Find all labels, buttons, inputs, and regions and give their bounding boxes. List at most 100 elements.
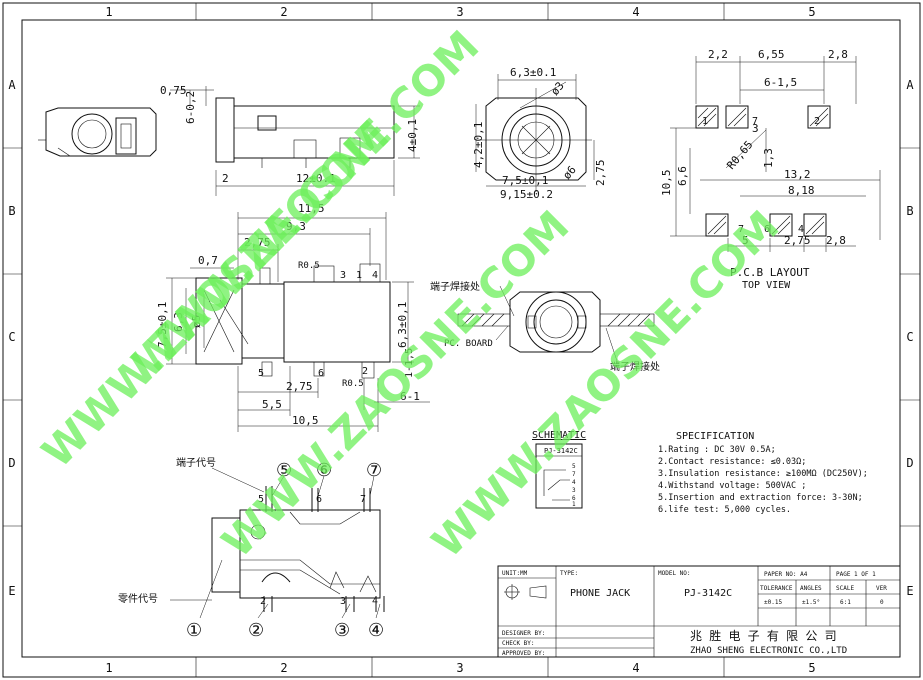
schematic-pin: 5 [572, 463, 576, 470]
pcb-dim-5: 5 [742, 234, 749, 247]
top-dim-r05-lower: R0.5 [342, 379, 364, 389]
top-dim-9-3: 9,3 [286, 220, 306, 233]
dim-4-2: 4,2±0,1 [472, 122, 485, 168]
top-dim-1-1-5: 1-1,5 [404, 348, 415, 378]
schematic-pin: 4 [572, 479, 576, 486]
ver-value: 0 [880, 599, 884, 606]
spec-line: 4.Withstand voltage: 500VAC ; [658, 481, 806, 491]
pcb-dim-2-2: 2,2 [708, 48, 728, 61]
schematic: SCHEMATIC PJ-3142C 5 7 4 3 6 1 [532, 430, 586, 509]
col-label: 2 [280, 5, 287, 19]
section-view: 端子代号 零件代号 ⑤ ⑥ ⑦ ① ② ③ ④ 5 6 7 2 3 4 [118, 456, 385, 641]
row-label: B [8, 204, 15, 218]
spec-line: 3.Insulation resistance: ≥100MΩ (DC250V)… [658, 469, 868, 479]
type-label: TYPE: [560, 570, 578, 577]
row-label: D [906, 456, 913, 470]
top-pin-label: 3 [340, 270, 346, 281]
pcb-pin-label: 4 [798, 224, 804, 235]
top-dim-0-7: 0,7 [198, 254, 218, 267]
top-dim-11-5: 11,5 [298, 202, 325, 215]
section-pin-label: 4 [372, 596, 378, 607]
circled-number: ③ [334, 620, 350, 641]
circled-number: ④ [368, 620, 384, 641]
paper-label: PAPER NO: A4 [764, 571, 808, 578]
side-view: 0,75 6-0,2 4±0,1 2 12±0.1 [160, 84, 420, 196]
scale-value: 6:1 [840, 599, 851, 606]
company-name-cn: 兆 胜 电 子 有 限 公 司 [690, 628, 837, 643]
top-dim-6-1: 6-1 [400, 390, 420, 403]
pcb-layout: 2,2 6,55 2,8 6-1,5 10,5 6,6 R0,65 3 1,3 … [660, 48, 881, 291]
col-label: 2 [280, 661, 287, 675]
schematic-pin: 7 [572, 471, 576, 478]
pcb-layout-subtitle: TOP VIEW [742, 280, 791, 291]
circled-number: ⑥ [316, 460, 332, 481]
pcb-dim-8-18: 8,18 [788, 184, 815, 197]
top-dim-10-5: 10,5 [292, 414, 319, 427]
col-label: 5 [808, 5, 815, 19]
pcb-dim-1-3: 1,3 [762, 148, 775, 168]
section-pin-label: 3 [340, 596, 346, 607]
dim-6-0-2: 6-0,2 [184, 91, 197, 124]
pcb-dim-3: 3 [752, 122, 759, 135]
spec-line: 1.Rating : DC 30V 0.5A; [658, 445, 776, 455]
section-pin-label: 5 [258, 494, 264, 505]
top-dim-r05-upper: R0.5 [298, 261, 320, 271]
top-pin-label: 5 [258, 368, 264, 379]
circled-number: ⑦ [366, 460, 382, 481]
end-view [38, 107, 157, 157]
pcb-dim-2-8b: 2,8 [826, 234, 846, 247]
pcb-pin-label: 2 [814, 116, 820, 127]
type-value: PHONE JACK [570, 588, 630, 599]
top-dim-2-75b: 2,75 [286, 380, 313, 393]
col-label: 4 [632, 5, 639, 19]
angles-label: ANGLES [800, 585, 822, 592]
circled-number: ② [248, 620, 264, 641]
model-label: MODEL NO: [658, 570, 691, 577]
top-pin-label: 1 [356, 270, 362, 281]
dim-phi6: ø6 [560, 163, 578, 182]
top-dim-5-5: 5,5 [262, 398, 282, 411]
col-label: 1 [105, 5, 112, 19]
top-pin-label: 2 [362, 366, 368, 377]
pcb-dim-6-55: 6,55 [758, 48, 785, 61]
top-dim-7-5: 7,5±0,1 [156, 302, 169, 348]
mounted-view: 端子焊接处 PC. BOARD 端子焊接处 [430, 280, 660, 373]
pcb-pin-label: 1 [702, 116, 708, 127]
col-label: 1 [105, 661, 112, 675]
pcb-layout-title: P.C.B LAYOUT [730, 266, 810, 279]
pc-board-label: PC. BOARD [444, 339, 493, 349]
check-label: CHECK BY: [502, 640, 535, 647]
pcb-dim-r065: R0,65 [724, 138, 755, 172]
approved-label: APPROVED BY: [502, 650, 545, 657]
pcb-dim-10-5: 10,5 [660, 170, 673, 197]
top-dim-6-3b: 6,3±0,1 [396, 302, 409, 348]
page-label: PAGE 1 OF 1 [836, 571, 876, 578]
pcb-dim-13-2: 13,2 [784, 168, 811, 181]
schematic-title: SCHEMATIC [532, 430, 586, 441]
section-pin-label: 6 [316, 494, 322, 505]
top-dim-2-75: 2,75 [244, 236, 271, 249]
schematic-pin: 1 [572, 501, 576, 508]
top-pin-label: 4 [372, 270, 378, 281]
part-code-label: 零件代号 [118, 593, 158, 605]
top-pin-label: 6 [318, 368, 324, 379]
col-label: 3 [456, 661, 463, 675]
row-label: E [8, 584, 15, 598]
model-value: PJ-3142C [684, 588, 732, 599]
row-label: A [8, 78, 16, 92]
row-label: C [906, 330, 913, 344]
row-label: A [906, 78, 914, 92]
dim-7-5: 7,5±0,1 [502, 174, 548, 187]
spec-line: 2.Contact resistance: ≤0.03Ω; [658, 457, 806, 467]
pcb-pin-label: 6 [764, 224, 770, 235]
row-label: B [906, 204, 913, 218]
row-label: C [8, 330, 15, 344]
dim-9-15: 9,15±0.2 [500, 188, 553, 201]
terminal-code-label: 端子代号 [176, 456, 216, 469]
pcb-pin-label: 7 [738, 224, 744, 235]
section-pin-label: 2 [260, 596, 266, 607]
dim-4: 4±0,1 [406, 119, 419, 152]
schematic-model: PJ-3142C [544, 447, 578, 455]
